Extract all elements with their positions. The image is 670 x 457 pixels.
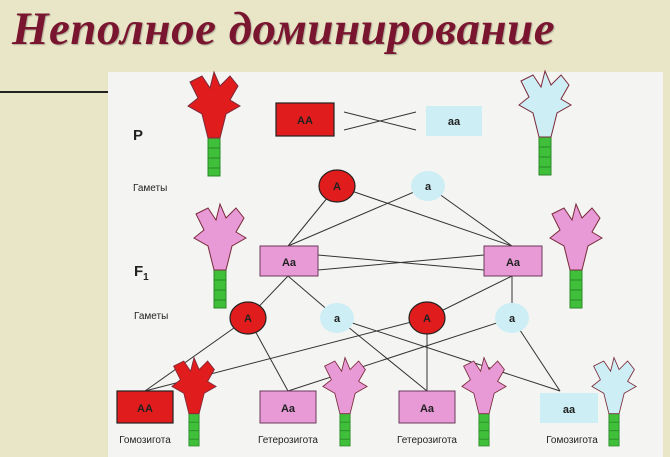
pink-flower-icon (461, 357, 507, 447)
genotype-label: AA (137, 403, 153, 415)
gamete-dominant (229, 301, 267, 335)
zygote-caption: Гомозигота (119, 435, 171, 446)
gametes-label: Гаметы (134, 311, 168, 322)
gamete-label: a (425, 181, 432, 193)
cross-line (343, 111, 417, 131)
genotype-label: aa (448, 116, 461, 128)
gamete-recessive (320, 303, 354, 333)
gamete-dominant (318, 169, 356, 203)
genotype-box-AA (275, 102, 335, 137)
genotype-box-Aa (259, 245, 319, 277)
pink-flower-icon (322, 357, 368, 447)
genotype-label: aa (563, 404, 576, 416)
genotype-label: Aa (282, 257, 297, 269)
genotype-box-aa (540, 393, 598, 423)
gamete-label: A (423, 313, 431, 325)
red-flower-icon (187, 71, 241, 177)
page-title: Неполное доминирование (12, 3, 556, 55)
zygote-line (144, 317, 249, 392)
white-flower-icon (591, 357, 637, 447)
genotype-label: Aa (506, 257, 521, 269)
gamete-line (336, 185, 513, 247)
genotype-label: AA (297, 115, 313, 127)
white-flower-icon (518, 70, 572, 176)
gametes-label: Гаметы (133, 183, 167, 194)
genotype-label: Aa (281, 403, 296, 415)
gamete-recessive (411, 171, 445, 201)
zygote-line (336, 317, 561, 392)
gamete-label: A (333, 181, 341, 193)
genotype-box-Aa (483, 245, 543, 277)
zygote-line (287, 317, 513, 392)
gamete-dominant (408, 301, 446, 335)
pink-flower-icon (193, 203, 247, 309)
parent-generation-label: P (133, 127, 143, 144)
genotype-label: Aa (420, 403, 435, 415)
zygote-caption: Гетерозигота (397, 435, 457, 446)
title-underline (0, 91, 108, 93)
gamete-line (427, 185, 513, 247)
zygote-line (336, 317, 428, 392)
genotype-box-AA (116, 390, 174, 424)
gamete-label: A (244, 313, 252, 325)
pink-flower-icon (549, 203, 603, 309)
cross-line (317, 254, 485, 271)
genotype-box-Aa (398, 390, 456, 424)
gamete-line (287, 185, 429, 247)
gamete-label: a (509, 313, 516, 325)
f1-generation-label: F1 (134, 263, 149, 283)
zygote-caption: Гомозигота (546, 435, 598, 446)
red-flower-icon (171, 357, 217, 447)
zygote-caption: Гетерозигота (258, 435, 318, 446)
genotype-box-Aa (259, 390, 317, 424)
genotype-box-aa (426, 106, 482, 136)
gamete-label: a (334, 313, 341, 325)
gamete-recessive (495, 303, 529, 333)
